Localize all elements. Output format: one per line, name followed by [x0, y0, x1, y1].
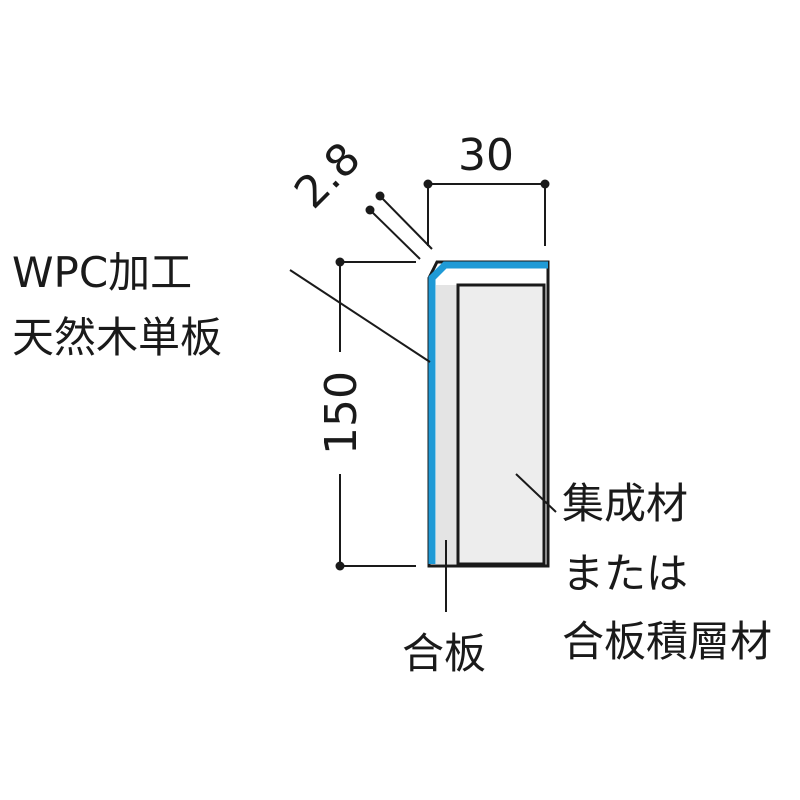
- veneer-leader: [289, 269, 431, 363]
- thickness-line-inner: [369, 209, 421, 260]
- height-value: 150: [316, 371, 367, 455]
- width-tick-left: [423, 179, 433, 189]
- height-tick-top: [335, 257, 345, 267]
- height-dimension: 150: [316, 257, 416, 571]
- plywood-strip: [436, 285, 458, 564]
- profile-section: [427, 260, 550, 568]
- plywood-callout: 合板: [402, 540, 486, 678]
- height-tick-bottom: [335, 561, 345, 571]
- core-callout: 集成材 または 合板積層材: [515, 473, 772, 666]
- core-label-line3: 合板積層材: [562, 617, 772, 666]
- core-label-line1: 集成材: [562, 479, 688, 528]
- width-value: 30: [458, 130, 514, 181]
- thickness-line-outer: [379, 195, 433, 250]
- thickness-tick-outer: [375, 191, 385, 201]
- width-tick-right: [540, 179, 550, 189]
- wpc-veneer: [428, 261, 548, 564]
- thickness-value: 2.8: [285, 133, 371, 219]
- core-block: [456, 283, 546, 566]
- veneer-label-line1: WPC加工: [12, 248, 192, 297]
- width-dimension: 30: [423, 130, 550, 246]
- thickness-dimension: 2.8: [285, 133, 433, 260]
- core-leader: [515, 473, 557, 513]
- thickness-tick-inner: [365, 205, 375, 215]
- core-label-line2: または: [562, 549, 688, 598]
- plywood-label: 合板: [402, 629, 486, 678]
- veneer-callout: WPC加工 天然木単板: [12, 248, 431, 363]
- veneer-label-line2: 天然木単板: [12, 313, 222, 362]
